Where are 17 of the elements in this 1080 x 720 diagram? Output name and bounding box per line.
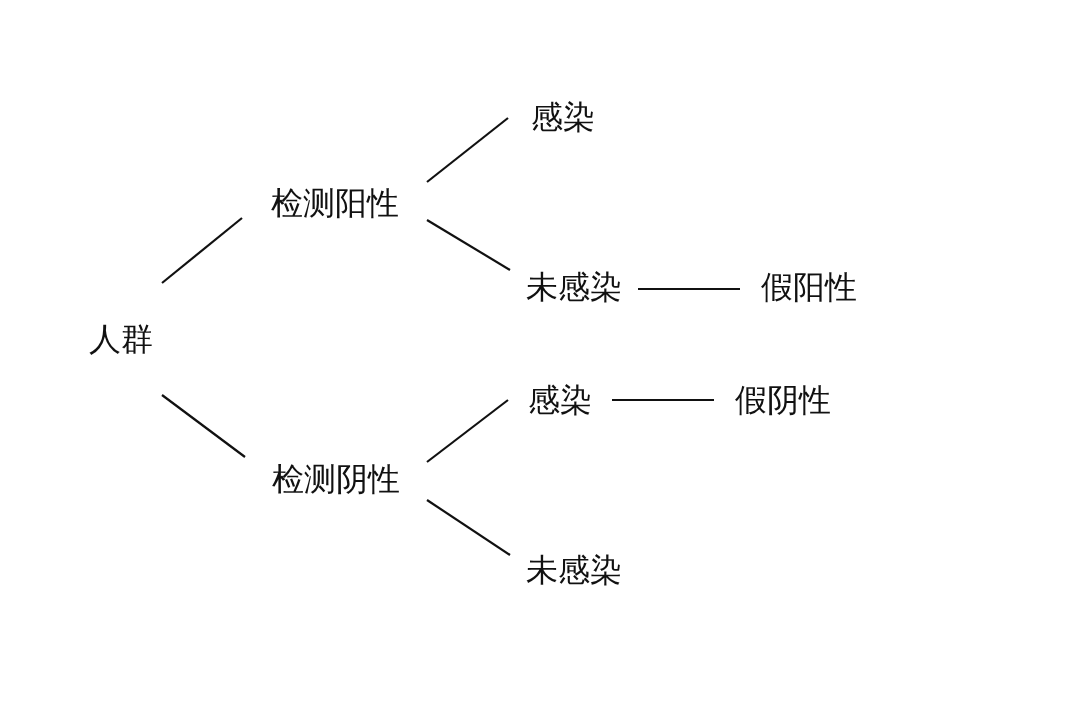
tree-label: 感染 xyxy=(528,379,592,421)
connector-line xyxy=(161,217,243,284)
connector-line xyxy=(161,394,246,458)
tree-label: 检测阴性 xyxy=(272,459,400,500)
tree-label: 未感染 xyxy=(526,549,622,591)
tree-label: 假阴性 xyxy=(735,379,831,421)
connector-line xyxy=(426,499,511,556)
tree-label: 感染 xyxy=(531,96,595,138)
tree-label: 未感染 xyxy=(526,266,622,308)
tree-label: 假阳性 xyxy=(761,266,857,308)
connector-line xyxy=(426,219,511,271)
connector-line xyxy=(426,117,509,183)
connector-line xyxy=(638,287,740,291)
connector-line xyxy=(426,399,509,463)
tree-label: 检测阳性 xyxy=(270,183,399,224)
tree-label: 人群 xyxy=(89,319,153,360)
connector-line xyxy=(612,398,714,402)
